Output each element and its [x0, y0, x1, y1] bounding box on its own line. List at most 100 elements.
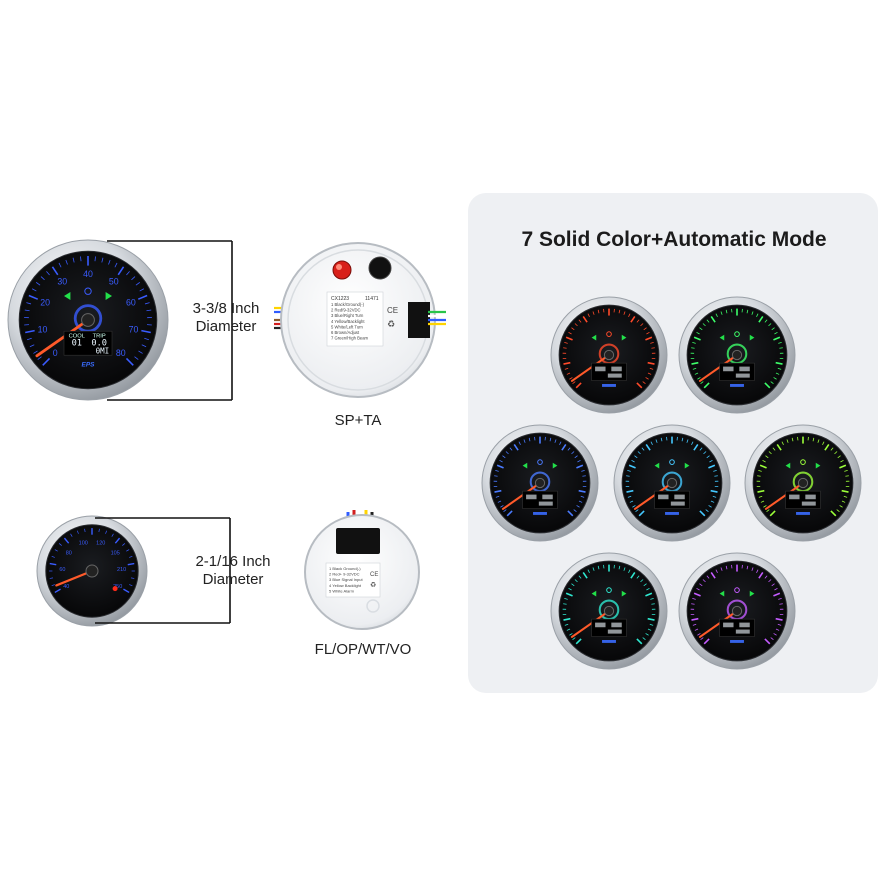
warning-led-icon	[112, 586, 118, 592]
minor-tick	[646, 331, 650, 335]
lcd-cool-label: COOL	[69, 334, 85, 340]
minor-tick	[756, 313, 759, 317]
minor-tick	[141, 344, 147, 348]
small-gauge-tick-label: 105	[111, 550, 120, 556]
major-tick	[841, 489, 849, 493]
speed-tick-label: 60	[126, 297, 136, 307]
high-beam-icon	[606, 331, 612, 337]
right-turn-arrow-icon	[621, 334, 627, 341]
major-tick	[773, 592, 781, 597]
minor-tick	[692, 623, 697, 626]
minor-tick	[634, 455, 638, 459]
minor-tick	[144, 337, 149, 341]
needle	[35, 318, 90, 358]
minor-tick	[836, 509, 840, 513]
small-gauge-back-caption: FL/OP/WT/VO	[314, 641, 412, 658]
minor-tick	[650, 441, 653, 445]
major-tick	[830, 510, 837, 517]
minor-tick	[72, 257, 75, 263]
minor-tick	[80, 256, 82, 262]
wiring-line: 6 Brown/Adjust	[331, 330, 360, 335]
minor-tick	[650, 598, 654, 600]
minor-tick	[582, 475, 586, 477]
minor-tick	[134, 356, 139, 360]
ce-mark-icon: CE	[370, 572, 378, 578]
back-label-code: 11471	[365, 296, 379, 302]
major-tick	[578, 489, 586, 493]
minor-tick	[573, 509, 577, 513]
minor-tick	[564, 367, 569, 370]
minor-tick	[144, 302, 150, 305]
major-tick	[576, 464, 584, 469]
minor-tick	[771, 583, 775, 587]
major-tick	[117, 266, 125, 276]
minor-tick	[697, 377, 701, 380]
minor-tick	[571, 451, 575, 455]
large-gauge-size-label: 3-3/8 Inch Diameter	[180, 300, 272, 336]
needle-hub	[81, 313, 95, 327]
minor-tick	[830, 447, 834, 451]
major-tick	[125, 357, 134, 366]
minor-tick	[597, 309, 600, 314]
minor-tick	[773, 633, 777, 636]
major-tick	[51, 266, 59, 276]
speed-tick-label: 50	[109, 277, 119, 287]
minor-tick	[29, 344, 35, 348]
needle	[570, 353, 611, 382]
major-tick	[565, 592, 573, 597]
major-tick	[703, 382, 710, 389]
minor-tick	[497, 500, 502, 503]
minor-tick	[773, 377, 777, 380]
large-gauge-size-line-2: Diameter	[195, 318, 257, 335]
small-gauge-tick-label: 40	[63, 584, 69, 590]
major-tick	[757, 489, 765, 493]
major-tick	[775, 617, 783, 621]
minor-tick	[844, 470, 848, 472]
minor-tick	[627, 495, 632, 498]
major-tick	[494, 489, 502, 493]
minor-tick	[706, 455, 710, 459]
large-gauge-size-line-1: 3-3/8 Inch	[192, 300, 260, 317]
minor-tick	[764, 575, 768, 579]
minor-tick	[632, 505, 636, 508]
needle-hub	[603, 349, 615, 361]
major-tick	[28, 294, 39, 300]
needle-hub	[731, 349, 743, 361]
minor-tick	[708, 505, 712, 508]
left-turn-arrow-icon	[591, 590, 597, 597]
recycle-icon: ♻	[387, 320, 395, 330]
minor-tick	[65, 259, 68, 265]
minor-tick	[566, 372, 571, 375]
small-gauge-size-label: 2-1/16 Inch Diameter	[187, 553, 279, 589]
high-beam-icon	[734, 331, 740, 337]
minor-tick	[139, 288, 145, 292]
minor-tick	[791, 437, 794, 442]
right-wire-harness	[408, 302, 446, 338]
ce-mark-icon: CE	[387, 306, 398, 315]
minor-tick	[635, 509, 639, 513]
minor-tick	[645, 633, 649, 636]
minor-tick	[774, 587, 778, 591]
needle-hub	[797, 477, 809, 489]
minor-tick	[647, 628, 652, 631]
minor-tick	[494, 475, 498, 477]
minor-tick	[623, 567, 626, 571]
major-tick	[769, 510, 776, 517]
small-gauge-dimension-bracket	[95, 517, 231, 624]
minor-tick	[781, 441, 784, 445]
color-modes-title: 7 Solid Color+Automatic Mode	[521, 228, 827, 251]
major-tick	[645, 336, 653, 341]
small-gauge-tick-label: 250	[113, 584, 122, 590]
major-tick	[565, 336, 573, 341]
lcd-trip-label: TRIP	[93, 334, 106, 340]
minor-tick	[618, 565, 621, 570]
lcd-cool-value: 01	[72, 339, 82, 349]
major-tick	[575, 638, 582, 645]
major-tick	[638, 510, 645, 517]
minor-tick	[554, 439, 557, 443]
minor-tick	[642, 637, 646, 641]
minor-tick	[834, 451, 838, 455]
major-tick	[561, 443, 567, 451]
minor-tick	[775, 628, 780, 631]
